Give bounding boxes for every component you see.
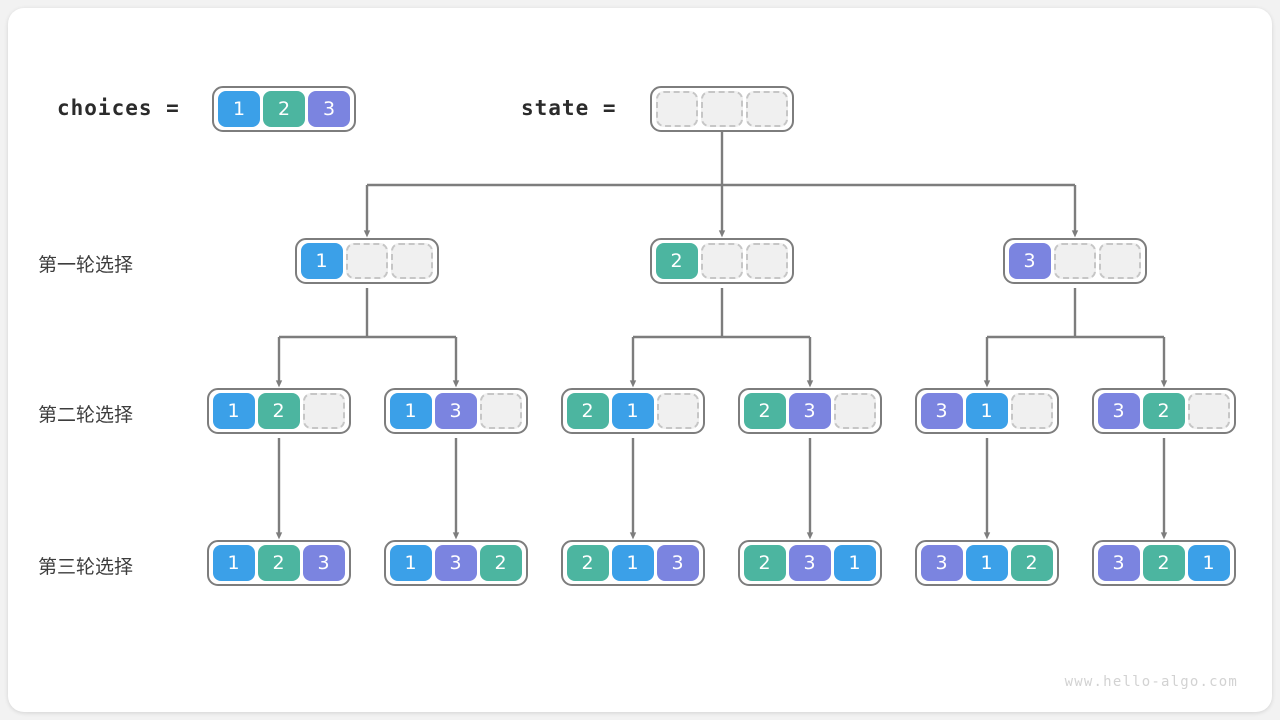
r2n6-cell-0: 3 [1097, 393, 1140, 429]
r2n1-cell-1: 2 [257, 393, 300, 429]
r3n6-cell-0: 3 [1097, 545, 1140, 581]
r1n3-cell-2 [1098, 243, 1141, 279]
r2n1-cell-2 [302, 393, 345, 429]
r2n5-cell-0: 3 [920, 393, 963, 429]
row-label-round-1: 第一轮选择 [38, 254, 134, 276]
r3n6-cell-2: 1 [1187, 545, 1230, 581]
r1n2-cell-1 [700, 243, 743, 279]
choices-cell-1: 2 [263, 91, 305, 127]
r3n1-cell-2: 3 [302, 545, 345, 581]
r3n3-cell-1: 1 [611, 545, 654, 581]
state-node-r1-n2: 2 [649, 238, 794, 284]
r2n3-cell-0: 2 [566, 393, 609, 429]
r3n5-cell-0: 3 [920, 545, 963, 581]
r3n2-cell-2: 2 [479, 545, 522, 581]
watermark: www.hello-algo.com [1064, 674, 1238, 690]
r1n3-cell-0: 3 [1008, 243, 1051, 279]
diagram-card [8, 8, 1272, 712]
r1n1-cell-0: 1 [300, 243, 343, 279]
state-array [650, 86, 794, 132]
choices-label: choices = [57, 96, 180, 120]
r3n1-cell-0: 1 [212, 545, 255, 581]
choices-cell-2: 3 [308, 91, 350, 127]
r1n2-cell-0: 2 [655, 243, 698, 279]
state-cell-2 [746, 91, 788, 127]
r1n1-cell-2 [390, 243, 433, 279]
state-label: state = [521, 96, 617, 120]
r2n6-cell-1: 2 [1142, 393, 1185, 429]
r2n1-cell-0: 1 [212, 393, 255, 429]
r3n4-cell-1: 3 [788, 545, 831, 581]
r3n3-cell-0: 2 [566, 545, 609, 581]
r3n3-cell-2: 3 [656, 545, 699, 581]
state-cell-1 [701, 91, 743, 127]
r3n6-cell-1: 2 [1142, 545, 1185, 581]
r3n2-cell-1: 3 [434, 545, 477, 581]
r1n3-cell-1 [1053, 243, 1096, 279]
r1n2-cell-2 [745, 243, 788, 279]
r3n5-cell-1: 1 [965, 545, 1008, 581]
row-label-round-3: 第三轮选择 [38, 556, 134, 578]
r3n1-cell-1: 2 [257, 545, 300, 581]
r3n4-cell-0: 2 [743, 545, 786, 581]
state-node-r1-n1: 1 [294, 238, 439, 284]
r2n5-cell-2 [1010, 393, 1053, 429]
r2n5-cell-1: 1 [965, 393, 1008, 429]
r2n3-cell-2 [656, 393, 699, 429]
r2n4-cell-0: 2 [743, 393, 786, 429]
r2n3-cell-1: 1 [611, 393, 654, 429]
choices-cell-0: 1 [218, 91, 260, 127]
r3n2-cell-0: 1 [389, 545, 432, 581]
state-node-r1-n3: 3 [1002, 238, 1147, 284]
state-cell-0 [656, 91, 698, 127]
r2n4-cell-2 [833, 393, 876, 429]
r2n2-cell-0: 1 [389, 393, 432, 429]
r2n2-cell-2 [479, 393, 522, 429]
row-label-round-2: 第二轮选择 [38, 404, 134, 426]
r2n4-cell-1: 3 [788, 393, 831, 429]
r3n4-cell-2: 1 [833, 545, 876, 581]
r2n2-cell-1: 3 [434, 393, 477, 429]
r3n5-cell-2: 2 [1010, 545, 1053, 581]
r2n6-cell-2 [1187, 393, 1230, 429]
r1n1-cell-1 [345, 243, 388, 279]
